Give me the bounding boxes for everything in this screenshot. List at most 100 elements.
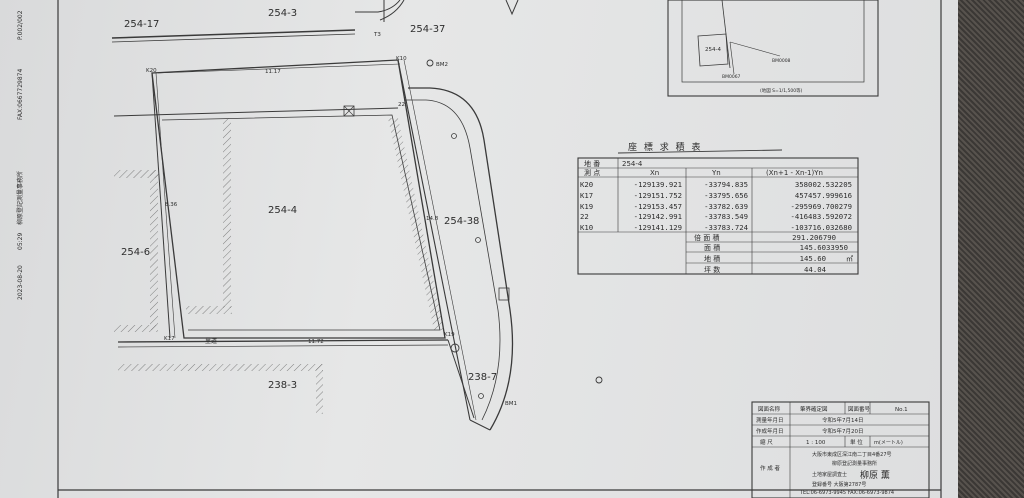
dim-bottom: 11.72 — [308, 339, 324, 345]
table-col-yn: Yn — [711, 169, 721, 177]
tb-unit-label: 単 位 — [850, 438, 863, 446]
point-label-bm1: BM1 — [505, 401, 517, 407]
row-yn: -33782.639 — [704, 202, 748, 211]
label-254-4: 254-4 — [268, 205, 297, 216]
road-line-2 — [117, 344, 449, 348]
bm2-symbol — [426, 59, 434, 67]
top-boundary-2 — [111, 33, 356, 43]
point-label-k10: K10 — [396, 56, 407, 62]
dim-right: 14.8 — [426, 216, 439, 222]
row-point: K19 — [580, 202, 593, 211]
table-col-xn: Xn — [650, 169, 659, 177]
row-xn: -129151.752 — [634, 191, 682, 200]
tb-survey-value: 令和5年7月14日 — [822, 416, 864, 424]
tb-no-label: 図面番号 — [848, 406, 871, 413]
table-point-label: 測 点 — [584, 168, 600, 177]
parcel-254-38-left-2 — [403, 59, 477, 421]
strip-end — [469, 419, 491, 431]
tb-contact: TEL:06-6973-9945 FAX:06-6973-9874 — [799, 490, 894, 496]
tb-address: 大阪市東成区深江南二丁目4番27号 — [812, 451, 892, 458]
parcel-254-38-left — [397, 59, 471, 421]
left-boundary — [151, 72, 171, 339]
row-yn: -33795.656 — [704, 191, 748, 200]
row-yn: -33794.835 — [704, 180, 748, 189]
margin-office: 柳原登記測量事務所 — [16, 171, 24, 225]
dim-left: 8.36 — [165, 202, 178, 208]
table-lot-value: 254-4 — [622, 160, 643, 168]
curve-top — [355, 0, 401, 13]
land-value: 145.60 — [800, 254, 826, 263]
table-title-underline — [617, 149, 783, 154]
survey-drawing: 2023-08-20 05:29 柳原登記測量事務所 FAX:066772987… — [16, 0, 942, 498]
inset-line-2 — [729, 41, 781, 57]
point-label-t3: T3 — [373, 32, 381, 38]
sum-label: 倍 面 積 — [694, 233, 719, 242]
parcel-254-4-outline — [151, 59, 446, 339]
label-238-7: 238-7 — [468, 372, 497, 383]
inset-map-inner — [681, 0, 865, 83]
tb-author-name: 柳原 薫 — [860, 469, 890, 481]
area-table: 地 番 254-4 測 点 Xn Yn (Xn+1 - Xn-1)Yn K20 … — [577, 157, 859, 275]
label-254-37: 254-37 — [410, 24, 445, 35]
row-point: K10 — [580, 223, 593, 232]
margin-date: 2023-08-20 — [17, 265, 24, 300]
inset-ref2-label: BM0008 — [772, 58, 791, 64]
label-254-3: 254-3 — [268, 8, 297, 19]
hatch-254-6-top — [114, 170, 159, 178]
row-point: K20 — [580, 180, 593, 189]
tb-no-value: No.1 — [895, 407, 908, 413]
tb-role: 土地家屋調査士 — [812, 471, 847, 478]
title-block: 図面名称 筆界確定図 図面番号 No.1 測量年月日 令和5年7月14日 作成年… — [751, 401, 930, 498]
margin-time: 05:29 — [17, 233, 24, 250]
inset-line-3 — [729, 41, 735, 75]
row-xn: -129153.457 — [634, 202, 682, 211]
parcel-254-38-inner — [404, 99, 501, 421]
land-label: 地 積 — [704, 254, 720, 263]
tb-unit-value: m(メートル) — [874, 440, 903, 446]
table-title: 座 標 求 積 表 — [628, 141, 702, 153]
table-row: K17 -129151.752 -33795.656 457457.999616 — [580, 191, 852, 200]
table-frame — [577, 157, 859, 275]
label-254-38: 254-38 — [444, 216, 479, 227]
carpet-background — [954, 0, 1024, 498]
margin-print: 2023-08-20 — [17, 265, 24, 300]
row-calc: -295969.700279 — [790, 202, 852, 211]
road-line-1 — [117, 339, 449, 343]
row-xn: -129141.129 — [634, 223, 682, 232]
corner-diag — [447, 339, 475, 419]
tb-name-value: 筆界確定図 — [800, 405, 828, 413]
point-symbol-22 — [450, 343, 460, 353]
table-lot-label: 地 番 — [584, 159, 600, 168]
label-road: 里道 — [205, 337, 217, 345]
hatch-wall-right — [388, 118, 444, 330]
area-label: 面 積 — [704, 243, 720, 252]
point-symbol-upper — [451, 133, 457, 139]
left-boundary-2 — [155, 72, 176, 339]
tb-survey-label: 測量年月日 — [756, 416, 784, 424]
inset-parcel — [697, 33, 729, 67]
label-238-3: 238-3 — [268, 380, 297, 391]
table-row: 22 -129142.991 -33783.549 -416483.592072 — [580, 212, 852, 221]
hatch-254-6-bottom — [114, 325, 158, 332]
point-label-k20: K20 — [146, 68, 157, 74]
hatch-254-6-right — [150, 170, 158, 330]
hatch-238-3-top — [118, 364, 323, 371]
row-yn: -33783.549 — [704, 212, 748, 221]
land-unit: ㎡ — [846, 255, 853, 263]
inset-caption: (地図 S=1/1,500等) — [760, 87, 803, 94]
margin-page: P.002/002 — [17, 10, 24, 40]
point-symbol-lower — [478, 393, 484, 399]
tb-name-label: 図面名称 — [758, 405, 781, 413]
row-point: K17 — [580, 191, 593, 200]
sum-value: 291.206790 — [792, 233, 836, 242]
row-calc: -103716.032680 — [790, 223, 852, 232]
tb-scale-label: 縮 尺 — [760, 438, 773, 446]
margin-fax: FAX:0667729874 — [17, 69, 24, 120]
row-calc: -416483.592072 — [790, 212, 852, 221]
row-yn: -33783.724 — [704, 223, 749, 232]
inset-line-1 — [721, 0, 731, 69]
label-254-6: 254-6 — [121, 247, 150, 258]
title-block-frame — [751, 401, 930, 498]
curve-top-2 — [379, 0, 405, 21]
